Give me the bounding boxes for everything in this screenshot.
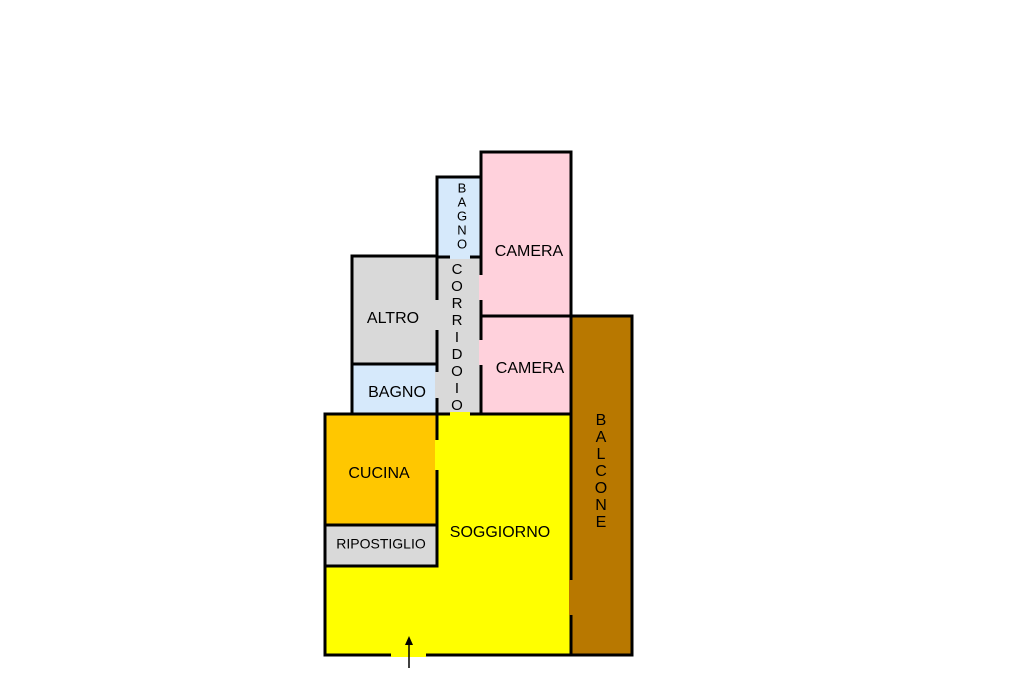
vertical-label-letter: A [458,194,467,209]
label-bagno-top: BAGNO [457,180,467,251]
vertical-label-letter: O [451,397,463,414]
label-bagno-small: BAGNO [368,384,426,401]
label-cucina: CUCINA [348,465,410,482]
vertical-label-letter: B [596,412,607,429]
vertical-label-letter: I [455,380,459,397]
room-camera-top [479,150,573,318]
vertical-label-letter: R [452,312,463,329]
label-camera-top: CAMERA [495,243,564,260]
vertical-label-letter: O [457,236,467,251]
vertical-label-letter: L [597,446,606,463]
vertical-label-letter: O [451,363,463,380]
room-ripostiglio [323,523,439,568]
vertical-label-letter: C [452,261,463,278]
vertical-label-letter: D [452,346,463,363]
label-altro: ALTRO [367,310,419,327]
vertical-label-letter: E [596,514,607,531]
label-camera-mid: CAMERA [496,360,565,377]
vertical-label-letter: R [452,295,463,312]
vertical-label-letter: B [458,180,467,195]
vertical-label-letter: I [455,329,459,346]
vertical-label-letter: O [595,480,607,497]
vertical-label-letter: O [451,278,463,295]
label-ripostiglio: RIPOSTIGLIO [336,536,426,552]
vertical-label-letter: C [595,463,607,480]
vertical-label-letter: N [457,222,466,237]
vertical-label-letter: A [596,429,607,446]
vertical-label-letter: N [595,497,607,514]
vertical-label-letter: G [457,208,467,223]
room-balcone [569,314,634,657]
label-soggiorno: SOGGIORNO [450,524,550,541]
entrance-arrowhead [405,636,413,645]
